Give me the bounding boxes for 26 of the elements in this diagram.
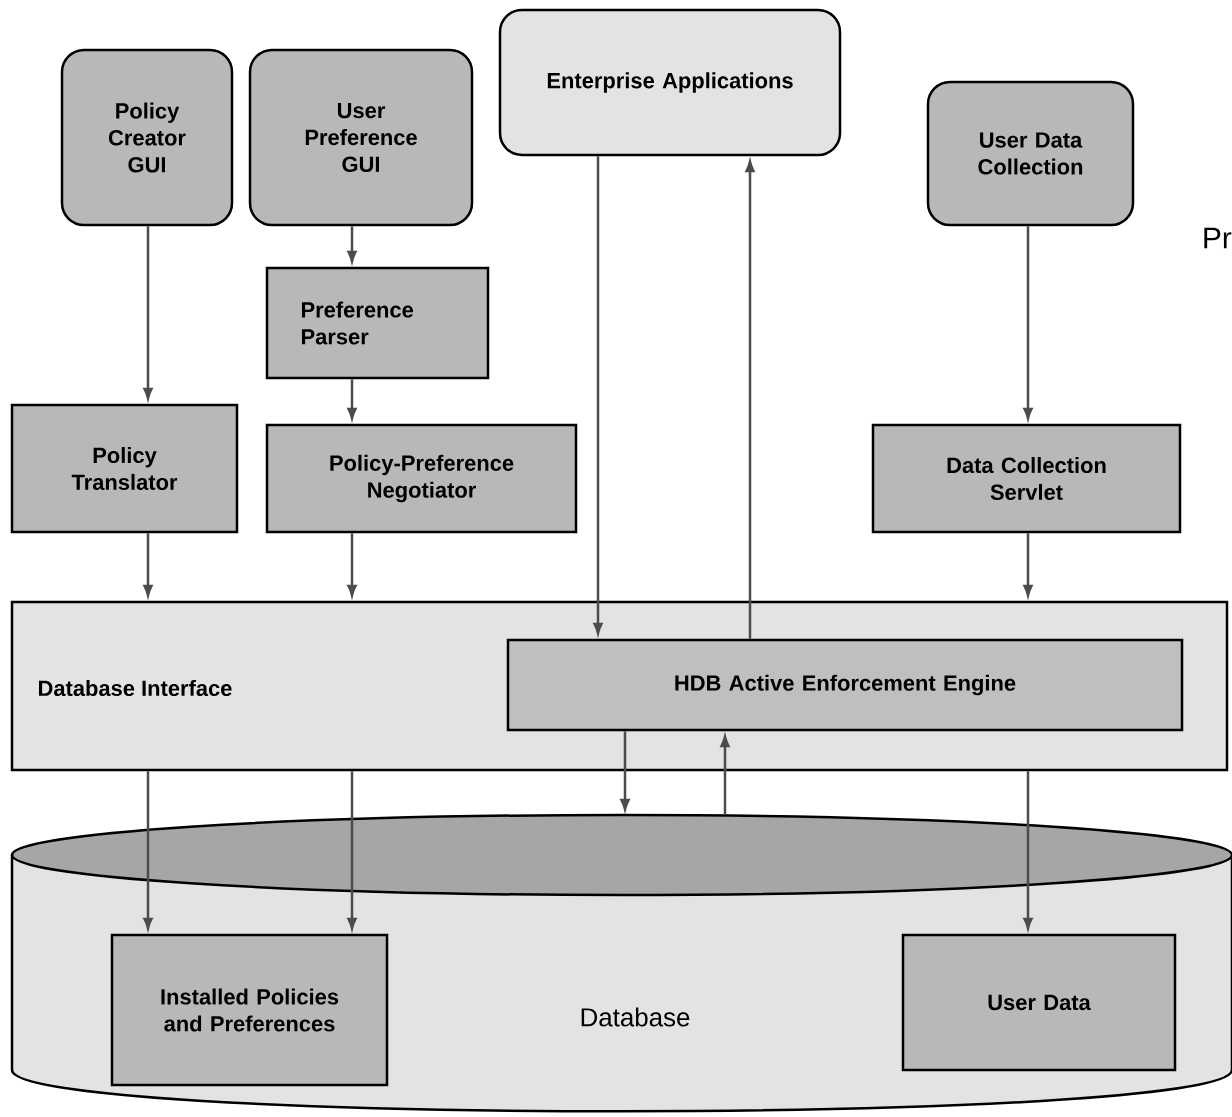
cut-text: Pr: [1204, 227, 1232, 249]
arrow: [347, 533, 357, 597]
arrow: [1023, 771, 1033, 930]
arrow: [593, 156, 603, 635]
arrow: [143, 533, 153, 597]
rounded-box: User Preference GUI: [248, 48, 474, 227]
process-box: Installed Policies and Preferences: [110, 933, 389, 1087]
process-box: Policy Translator: [10, 403, 239, 534]
arrow: [620, 731, 630, 811]
arrow: [1023, 226, 1033, 420]
rounded-box: Policy Creator GUI: [60, 48, 234, 227]
arrow: [1023, 533, 1033, 597]
arrow: [347, 226, 357, 263]
arrow: [347, 379, 357, 420]
rounded-box: User Data Collection: [926, 80, 1135, 227]
rounded-box: Enterprise Applications: [498, 8, 842, 157]
process-box: HDB Active Enforcement Engine: [506, 638, 1184, 732]
arrow: [745, 160, 755, 639]
arrow: [347, 771, 357, 930]
process-box: Policy-Preference Negotiator: [265, 423, 578, 534]
process-box: Data Collection Servlet: [871, 423, 1182, 534]
process-box: User Data: [901, 933, 1177, 1072]
process-box: Preference Parser: [265, 266, 490, 380]
arrow: [143, 771, 153, 930]
arrow: [720, 735, 730, 815]
arrow: [143, 226, 153, 400]
